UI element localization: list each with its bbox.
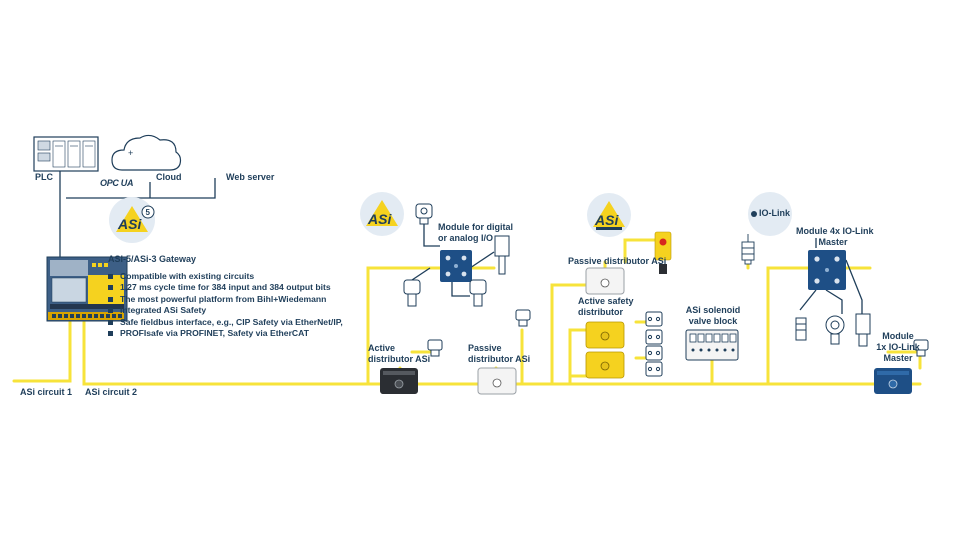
active-safety-line2: distributor	[578, 307, 623, 317]
gateway-feature-list: Compatible with existing circuits 1,27 m…	[108, 271, 343, 339]
asi-safety-logo-text: ASi	[594, 212, 619, 228]
plc-label: PLC	[35, 172, 53, 182]
solenoid-label: ASi solenoid valve block	[682, 305, 744, 327]
asi5-logo-sup: 5	[146, 208, 151, 217]
io-link-4x-module	[808, 250, 846, 290]
svg-text:+: +	[128, 148, 133, 158]
module-digital-label: Module for digital or analog I/O	[438, 222, 513, 244]
passive-distributor-top-label: Passive distributor ASi	[568, 256, 667, 266]
feature-item: 1,27 ms cycle time for 384 input and 384…	[108, 282, 343, 293]
module-1x-line1: Module	[882, 331, 914, 341]
valve-block-icon	[685, 329, 739, 361]
gateway-title: ASi-5/ASi-3 Gateway	[108, 254, 197, 264]
module-1x-line3: Master	[883, 353, 913, 363]
active-safety-label: Active safety distributor	[578, 296, 634, 318]
cloud-icon: +	[111, 134, 182, 171]
asi-circuit-2-label: ASi circuit 2	[85, 387, 138, 397]
module-digital-line1: Module for digital	[438, 222, 513, 232]
module-4x-label: Module 4x IO-Link Master	[796, 226, 874, 248]
sensor-icon	[403, 203, 531, 357]
module-1x-line2: 1x IO-Link	[876, 342, 920, 352]
network-links	[59, 170, 863, 314]
active-distributor-label: Active distributor ASi	[368, 343, 430, 365]
gateway-device	[46, 256, 128, 322]
module-4x-line2: Master	[818, 237, 848, 247]
solenoid-line2: valve block	[688, 316, 738, 326]
module-1x-label: Module 1x IO-Link Master	[872, 331, 924, 364]
feature-item: The most powerful platform from Bihl+Wie…	[108, 294, 343, 305]
plc-icon	[33, 136, 99, 172]
passive-distributor-top-device	[585, 267, 625, 295]
active-distributor-line2: distributor ASi	[368, 354, 431, 364]
active-safety-distributor	[585, 321, 625, 379]
feature-item: Safe fieldbus interface, e.g., CIP Safet…	[108, 317, 343, 328]
feature-item: Integrated ASi Safety	[108, 305, 343, 316]
io-link-brand-label: IO-Link	[759, 208, 790, 218]
feature-item: Compatible with existing circuits	[108, 271, 343, 282]
io-link-1x-module	[874, 368, 912, 394]
solenoid-line1: ASi solenoid	[685, 305, 741, 315]
cloud-label: Cloud	[156, 172, 182, 182]
module-4x-line1: Module 4x IO-Link	[796, 226, 874, 236]
asi5-logo-text: ASi	[117, 216, 142, 232]
web-server-label: Web server	[226, 172, 275, 182]
passive-distributor-device	[477, 367, 517, 395]
digital-io-module	[440, 250, 472, 282]
passive-distributor-line1: Passive	[468, 343, 502, 353]
passive-distributor-label: Passive distributor ASi	[468, 343, 530, 365]
active-safety-line1: Active safety	[578, 296, 634, 306]
safety-sensor-icon	[645, 311, 663, 377]
module-digital-line2: or analog I/O	[438, 233, 494, 243]
asi-circuit-1-label: ASi circuit 1	[20, 387, 73, 397]
io-link-logo	[748, 192, 792, 236]
signal-tower-icon	[741, 234, 755, 265]
asi-logo: ASi	[360, 192, 404, 236]
opc-ua-label: OPC UA	[100, 178, 134, 188]
feature-item: PROFIsafe via PROFINET, Safety via Ether…	[108, 328, 343, 339]
asi-safety-logo: ASi	[587, 193, 631, 237]
asi5-logo: ASi 5	[109, 197, 155, 243]
safety-switch-icon	[654, 231, 672, 274]
io-link-sensor-icon	[795, 313, 929, 357]
asi-logo-text: ASi	[367, 211, 392, 227]
active-distributor-device	[380, 368, 418, 394]
active-distributor-line1: Active	[368, 343, 396, 353]
passive-distributor-line2: distributor ASi	[468, 354, 531, 364]
